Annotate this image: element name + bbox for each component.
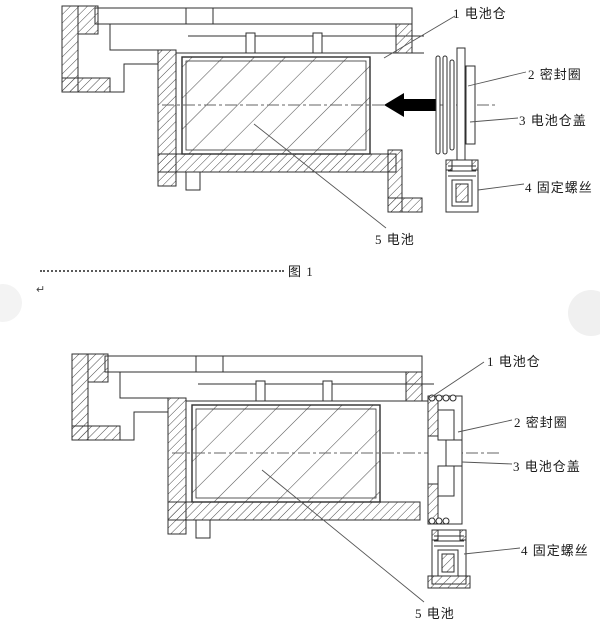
figure2-contact-pin	[322, 380, 333, 402]
figure1-leader-lines	[253, 15, 527, 229]
figure1-contact-pin	[312, 32, 323, 54]
figure1-label-battery-compartment: 1 电池仓	[453, 6, 507, 21]
figure1-drawing	[61, 5, 527, 229]
figure1-seal-ring	[449, 59, 455, 151]
figure1-label-fixing-screw: 4 固定螺丝	[525, 180, 593, 195]
figure2-seal-ring	[435, 517, 443, 525]
figure2-cover-assembly	[427, 394, 463, 525]
scan-artifact-left	[0, 284, 22, 322]
figure2-seal-ring	[442, 517, 450, 525]
figure2-label-fixing-screw: 4 固定螺丝	[521, 543, 589, 558]
figure2-housing	[71, 353, 434, 539]
figure1-label-compartment-cover: 3 电池仓盖	[519, 113, 587, 128]
figure2-leader-lines	[261, 361, 521, 603]
figure2-seal-ring	[435, 394, 443, 402]
paragraph-return-mark: ↵	[36, 284, 46, 296]
figure2-screw-block	[427, 529, 471, 589]
figure1-housing	[61, 5, 424, 213]
dotted-separator	[40, 270, 284, 272]
figure2-label-compartment-cover: 3 电池仓盖	[513, 459, 581, 474]
figure2-drawing	[71, 353, 521, 603]
figure1-contact-pin	[245, 32, 256, 54]
figure1-cover-assembly	[435, 47, 476, 163]
figure2-bay-left-wall	[167, 397, 187, 535]
figure2-label-seal-ring: 2 密封圈	[514, 415, 568, 430]
figure2-seal-ring	[428, 394, 436, 402]
figure2-seal-ring	[428, 517, 436, 525]
figure1-cover-plate	[456, 47, 466, 163]
figure2-bay-bottom-wall	[167, 501, 421, 521]
figure1-bay-bottom-wall	[157, 153, 397, 173]
figure1-bay-left-wall	[157, 49, 177, 187]
figure1-insert-arrow-icon	[384, 93, 436, 117]
figure1-label-seal-ring: 2 密封圈	[528, 67, 582, 82]
scan-artifact-right	[568, 290, 600, 336]
figure2-contact-pin	[255, 380, 266, 402]
figure1-seal-ring	[435, 55, 441, 155]
figure2-label-battery-compartment: 1 电池仓	[487, 354, 541, 369]
figure1-cover-knob	[465, 65, 476, 145]
figure1-screw-block	[445, 159, 479, 213]
figure1-seal-ring	[442, 55, 448, 155]
figure2-top-wall	[104, 355, 423, 373]
figure1-caption: 图 1	[288, 264, 314, 279]
figure1-label-battery: 5 电池	[375, 232, 415, 247]
figure2-seal-ring	[449, 394, 457, 402]
figure2-seal-ring	[442, 394, 450, 402]
figure1-top-wall	[94, 7, 413, 25]
figure2-label-battery: 5 电池	[415, 606, 455, 621]
